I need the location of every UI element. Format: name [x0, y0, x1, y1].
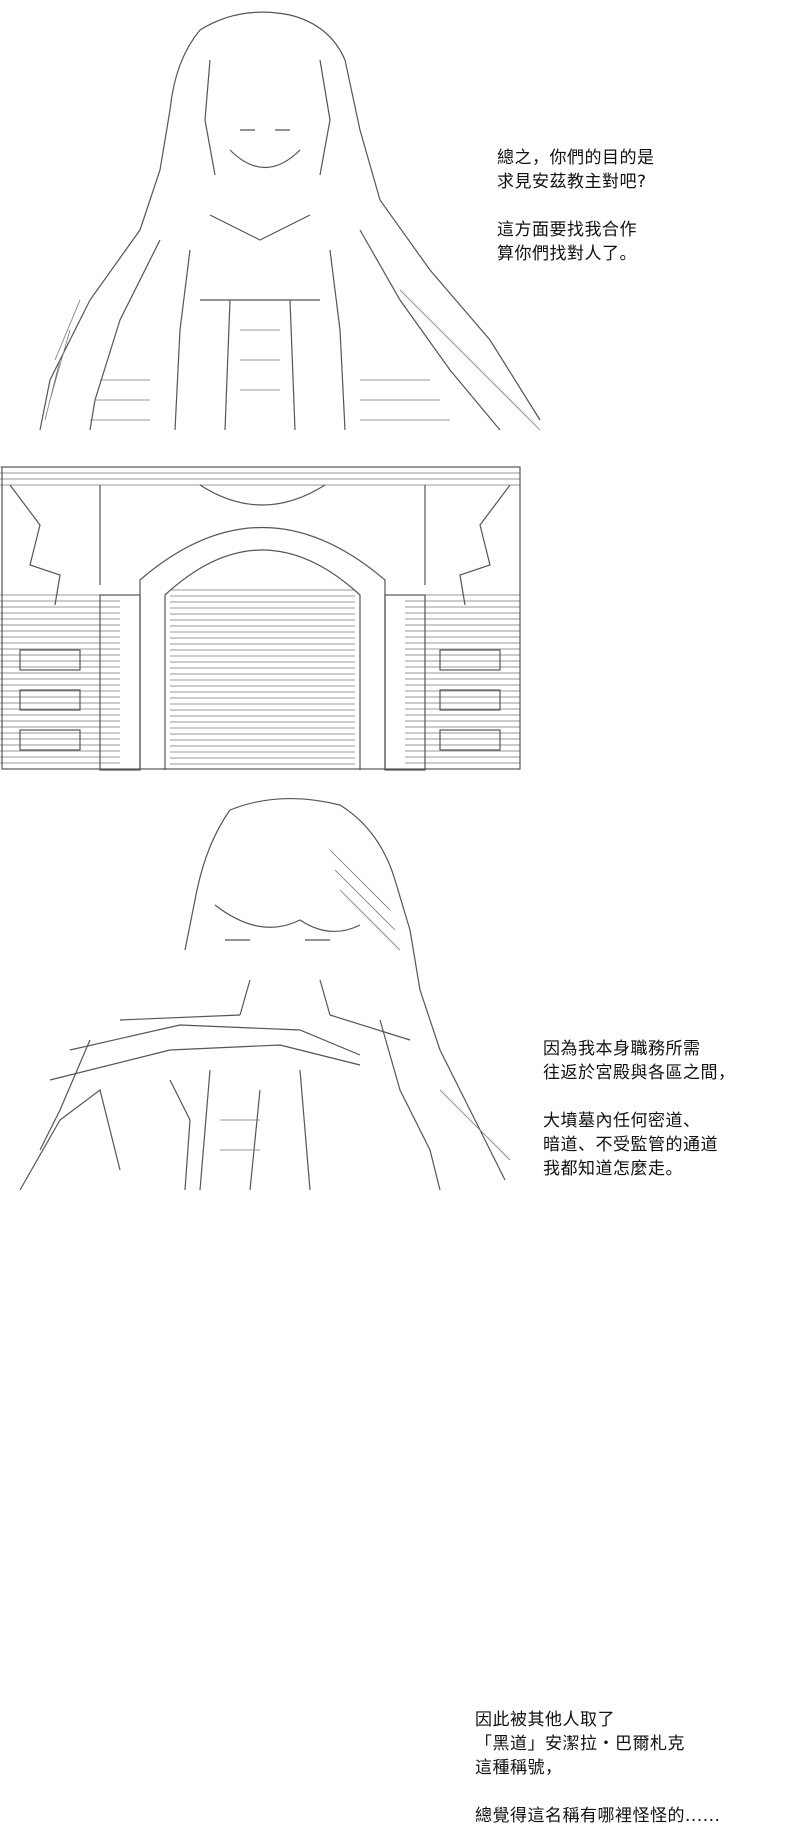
- dialogue-line: [475, 1780, 720, 1804]
- dialogue-line: 因此被其他人取了: [475, 1710, 615, 1730]
- dialogue-line: [497, 194, 655, 218]
- panel-2: 因為我本身職務所需 往返於宮殿與各區之間， 大墳墓內任何密道、 暗道、不受監管的…: [0, 465, 800, 1179]
- dialogue-line: 往返於宮殿與各區之間，: [543, 1063, 736, 1083]
- dialogue-line: 這方面要找我合作: [497, 220, 637, 240]
- dialogue-text-3: 因此被其他人取了 「黑道」安潔拉・巴爾札克 這種稱號， 總覺得這名稱有哪裡怪怪的…: [475, 1708, 720, 1828]
- dialogue-line: 因為我本身職務所需: [543, 1039, 701, 1059]
- ascii-art-girl-long-hair: [39, 11, 541, 431]
- dialogue-line: 我都知道怎麼走。: [543, 1159, 683, 1179]
- dialogue-line: 總之，你們的目的是: [497, 148, 655, 168]
- dialogue-line: 算你們找對人了。: [497, 244, 637, 264]
- dialogue-text-1: 總之，你們的目的是 求見安茲教主對吧? 這方面要找我合作 算你們找對人了。: [497, 146, 655, 266]
- panel-3: 因此被其他人取了 「黑道」安潔拉・巴爾札克 這種稱號， 總覺得這名稱有哪裡怪怪的…: [0, 790, 800, 1826]
- ascii-art-girl-arms-crossed: [19, 797, 511, 1191]
- dialogue-line: 「黑道」安潔拉・巴爾札克: [475, 1734, 685, 1754]
- dialogue-line: 這種稱號，: [475, 1758, 563, 1778]
- dialogue-line: 求見安茲教主對吧?: [497, 172, 647, 192]
- ascii-art-palace-gate: [0, 466, 521, 771]
- dialogue-line: 總覺得這名稱有哪裡怪怪的......: [475, 1806, 721, 1826]
- dialogue-line: 大墳墓內任何密道、: [543, 1111, 701, 1131]
- dialogue-text-2: 因為我本身職務所需 往返於宮殿與各區之間， 大墳墓內任何密道、 暗道、不受監管的…: [543, 1037, 736, 1181]
- dialogue-line: 暗道、不受監管的通道: [543, 1135, 718, 1155]
- panel-1: 總之，你們的目的是 求見安茲教主對吧? 這方面要找我合作 算你們找對人了。: [0, 0, 800, 445]
